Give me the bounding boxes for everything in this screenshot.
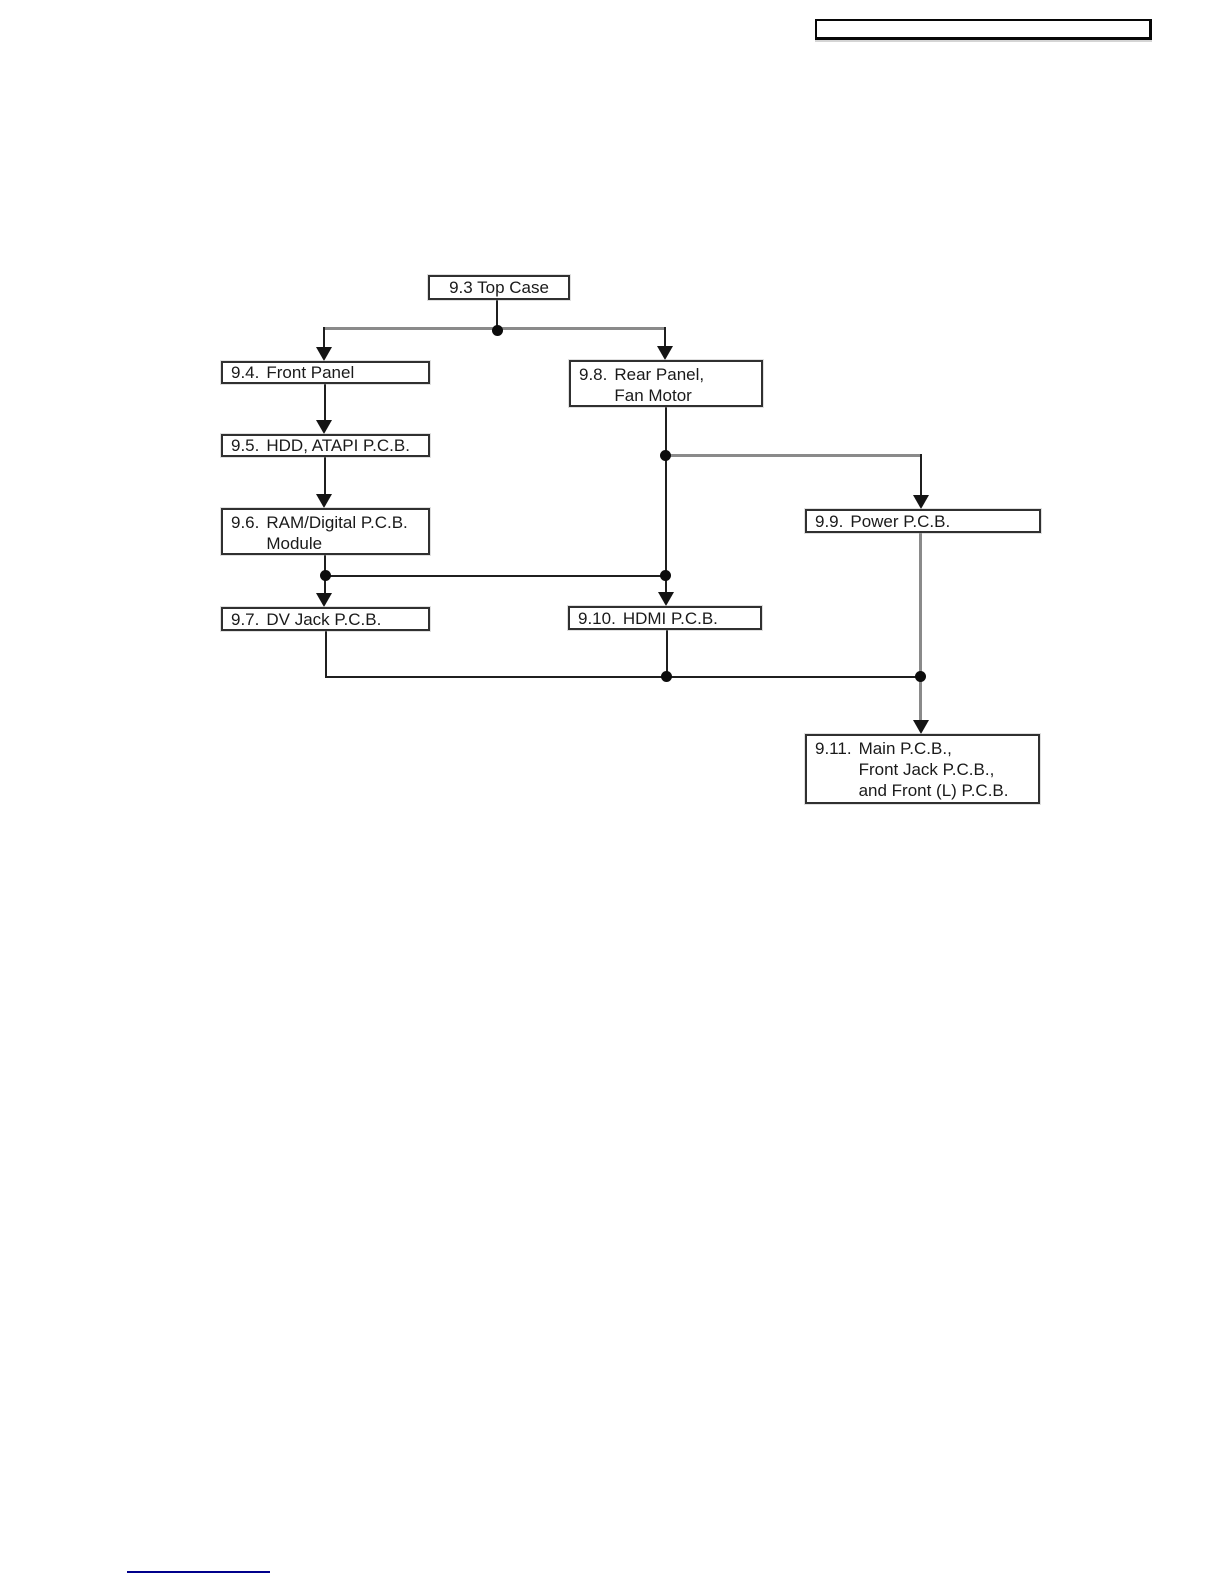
arrowhead-down-icon [658, 592, 674, 606]
flow-node-top-case: 9.3 Top Case [428, 275, 570, 300]
flow-node-ram-digital-pcb-module: 9.6. RAM/Digital P.C.B.Module [221, 508, 430, 555]
connector-line [324, 555, 326, 577]
node-number: 9.5. [231, 436, 260, 455]
node-label: HDMI P.C.B. [622, 608, 718, 628]
node-number: 9.7. [231, 609, 260, 629]
flow-node-rear-panel-fan-motor: 9.8. Rear Panel,Fan Motor [569, 360, 763, 407]
link-underline [127, 1571, 270, 1573]
arrowhead-down-icon [913, 495, 929, 509]
node-label: Power P.C.B. [850, 511, 951, 531]
node-number: 9.11. [815, 739, 852, 758]
arrowhead-down-icon [316, 593, 332, 607]
node-number: 9.4. [231, 363, 260, 382]
connector-line [496, 300, 498, 330]
node-label: Front Panel [266, 363, 355, 382]
arrowhead-down-icon [316, 494, 332, 508]
node-label: DV Jack P.C.B. [266, 609, 382, 629]
node-label: Main P.C.B.,Front Jack P.C.B.,and Front … [858, 739, 1009, 800]
connector-line [324, 384, 326, 420]
connector-line [919, 533, 922, 677]
node-label: 9.3 Top Case [449, 278, 549, 297]
junction-dot [320, 570, 331, 581]
junction-dot [660, 570, 671, 581]
flow-node-power-pcb: 9.9. Power P.C.B. [805, 509, 1041, 533]
connector-line [665, 577, 667, 592]
connector-line [664, 327, 666, 346]
connector-line [323, 327, 325, 347]
junction-dot [660, 450, 671, 461]
junction-dot [492, 325, 503, 336]
connector-line [665, 407, 667, 456]
connector-line [324, 577, 326, 593]
node-label: HDD, ATAPI P.C.B. [266, 436, 410, 455]
flow-node-dv-jack-pcb: 9.7. DV Jack P.C.B. [221, 607, 430, 631]
connector-line [325, 575, 666, 577]
flow-node-hdd-atapi-pcb: 9.5. HDD, ATAPI P.C.B. [221, 434, 430, 457]
connector-line [920, 454, 922, 495]
flow-node-hdmi-pcb: 9.10. HDMI P.C.B. [568, 606, 762, 630]
node-number: 9.8. [579, 365, 608, 384]
connector-line [324, 457, 326, 494]
node-number: 9.9. [815, 511, 844, 531]
connector-line [325, 631, 327, 677]
connector-line [666, 630, 668, 677]
empty-note-box [815, 19, 1152, 40]
connector-line [665, 456, 667, 576]
node-label: RAM/Digital P.C.B.Module [266, 513, 408, 553]
connector-line [919, 677, 922, 720]
connector-line [325, 676, 921, 678]
node-label: Rear Panel,Fan Motor [614, 365, 705, 405]
junction-dot [915, 671, 926, 682]
arrowhead-down-icon [657, 346, 673, 360]
arrowhead-down-icon [316, 347, 332, 361]
node-number: 9.6. [231, 513, 260, 532]
flow-node-main-pcb-front-jack-pcb: 9.11. Main P.C.B.,Front Jack P.C.B.,and … [805, 734, 1040, 804]
arrowhead-down-icon [913, 720, 929, 734]
connector-line [666, 454, 922, 457]
junction-dot [661, 671, 672, 682]
arrowhead-down-icon [316, 420, 332, 434]
node-number: 9.10. [578, 608, 616, 628]
flow-node-front-panel: 9.4. Front Panel [221, 361, 430, 384]
